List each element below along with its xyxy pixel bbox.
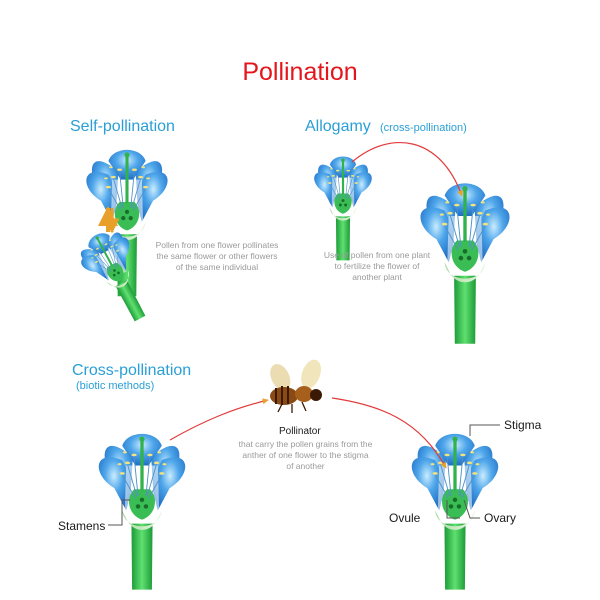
self-pollination-heading: Self-pollination — [70, 118, 175, 135]
cross-arrow-to-bee — [169, 398, 269, 441]
ovary-label: Ovary — [484, 511, 517, 525]
allogamy-heading: Allogamy — [305, 118, 371, 135]
allogamy-flower-large — [419, 182, 511, 345]
ovule-label: Ovule — [389, 511, 421, 525]
stamens-label: Stamens — [58, 519, 106, 533]
allogamy-qualifier: (cross-pollination) — [380, 122, 467, 134]
self-pollination-flower-small — [72, 222, 164, 332]
cross-flower-left — [98, 433, 186, 591]
pollinator-label: Pollinator — [279, 426, 321, 437]
stigma-label: Stigma — [504, 418, 542, 432]
allogamy-flower-small — [313, 156, 373, 261]
allogamy-arrow — [351, 141, 463, 197]
cross-arrow-from-bee — [331, 397, 447, 469]
leader-lines — [108, 424, 500, 526]
cross-pollination-heading: Cross-pollination — [72, 362, 192, 379]
self-pollination-flower-large — [85, 149, 169, 297]
self-pollination-note: Pollen from one flower pollinates the sa… — [155, 240, 279, 272]
allogamy-note: Use of pollen from one plant to fertiliz… — [323, 250, 431, 282]
cross-pollination-qualifier: (biotic methods) — [76, 380, 155, 392]
page-title: Pollination — [242, 58, 358, 86]
bee-icon — [270, 359, 322, 413]
pollinator-note: that carry the pollen grains from the an… — [238, 439, 373, 471]
